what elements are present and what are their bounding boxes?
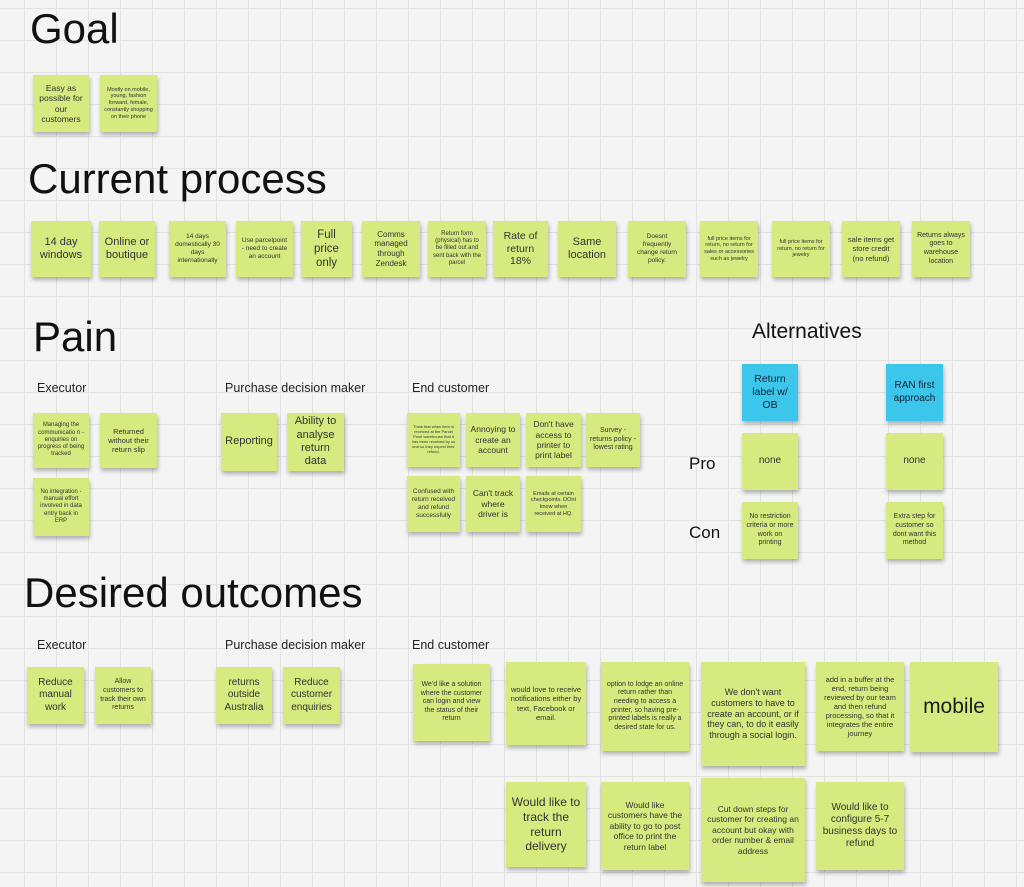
sticky-note-desired-12[interactable]: Would like customers have the ability to… [601, 782, 689, 870]
sticky-note-con-1[interactable]: No restriction criteria or more work on … [742, 502, 798, 559]
sticky-note-desired-2[interactable]: Allow customers to track their own retur… [95, 667, 151, 724]
sticky-note-alternative-ran-first[interactable]: RAN first approach [886, 364, 943, 421]
sticky-note-process-9[interactable]: Same location [558, 221, 616, 277]
sticky-note-desired-3[interactable]: returns outside Australia [216, 667, 272, 724]
sticky-note-pro-1[interactable]: none [742, 433, 798, 490]
sticky-note-con-2[interactable]: Extra step for customer so dont want thi… [886, 502, 943, 559]
sticky-note-desired-4[interactable]: Reduce customer enquiries [283, 667, 340, 724]
sticky-note-desired-1[interactable]: Reduce manual work [27, 667, 84, 724]
sticky-note-process-7[interactable]: Return form (physical) has to be filled … [428, 221, 486, 277]
sticky-note-process-11[interactable]: full price items for return, no return f… [700, 221, 758, 277]
sticky-note-process-2[interactable]: Online or boutique [99, 221, 155, 277]
sticky-note-process-6[interactable]: Comms managed through Zendesk [362, 221, 420, 277]
sticky-note-process-12[interactable]: full price items for return, no return f… [772, 221, 830, 277]
sticky-note-process-10[interactable]: Doesnt frequently change return policy. [628, 221, 686, 277]
sticky-note-alternative-return-label[interactable]: Return label w/ OB [742, 364, 798, 421]
sticky-note-desired-6[interactable]: would love to receive notifications eith… [506, 662, 586, 745]
section-heading-alternatives: Alternatives [752, 320, 862, 343]
sticky-note-goal-2[interactable]: Mostly on mobile, young, fashion forward… [100, 75, 157, 132]
column-label-end-customer: End customer [412, 381, 490, 395]
column-label-purchase-decision-maker: Purchase decision maker [225, 638, 366, 652]
sticky-note-process-8[interactable]: Rate of return 18% [493, 221, 548, 277]
sticky-note-pain-6[interactable]: Think that when item is received at the … [407, 413, 460, 467]
sticky-note-pain-7[interactable]: Annoying to create an account [466, 413, 520, 467]
section-heading-goal: Goal [30, 5, 119, 52]
sticky-note-desired-9[interactable]: add in a buffer at the end, return being… [816, 662, 904, 751]
sticky-note-pain-10[interactable]: Confused with return received and refund… [407, 476, 460, 532]
sticky-note-desired-11[interactable]: Would like to track the return delivery [506, 782, 586, 867]
sticky-note-process-14[interactable]: Returns always goes to warehouse locatio… [912, 221, 970, 277]
row-label-con: Con [689, 523, 721, 542]
sticky-note-pain-1[interactable]: Managing the communicatio n - enquiries … [33, 413, 89, 468]
sticky-note-process-13[interactable]: sale items get store credit (no refund) [842, 221, 900, 277]
section-heading-pain: Pain [33, 313, 118, 360]
column-label-end-customer: End customer [412, 638, 490, 652]
section-heading-current-process: Current process [28, 155, 327, 202]
sticky-note-desired-14[interactable]: Would like to configure 5-7 business day… [816, 782, 904, 870]
sticky-note-pain-9[interactable]: Survey - returns policy - lowest rating [586, 413, 640, 467]
sticky-note-pro-2[interactable]: none [886, 433, 943, 490]
sticky-note-pain-12[interactable]: Emails at certain checkpoints. DOnt know… [526, 476, 581, 532]
row-label-pro: Pro [689, 454, 716, 473]
sticky-note-desired-10[interactable]: mobile [910, 662, 998, 752]
sticky-note-desired-7[interactable]: option to lodge an online return rather … [601, 662, 689, 751]
sticky-note-desired-5[interactable]: We'd like a solution where the customer … [413, 664, 490, 741]
column-label-purchase-decision-maker: Purchase decision maker [225, 381, 366, 395]
sticky-note-desired-8[interactable]: We don't want customers to have to creat… [701, 662, 805, 766]
column-label-executor: Executor [37, 638, 87, 652]
sticky-note-pain-11[interactable]: Can't track where driver is [466, 476, 520, 532]
sticky-note-pain-3[interactable]: No integration - manual effort involved … [33, 478, 89, 536]
section-heading-desired-outcomes: Desired outcomes [24, 569, 363, 616]
sticky-note-desired-13[interactable]: Cut down steps for customer for creating… [701, 778, 805, 882]
sticky-note-goal-1[interactable]: Easy as possible for our customers [33, 75, 89, 132]
sticky-note-process-4[interactable]: Use parcelpoint - need to create an acco… [236, 221, 293, 277]
sticky-note-process-5[interactable]: Full price only [301, 221, 352, 277]
sticky-note-pain-8[interactable]: Don't have access to printer to print la… [526, 413, 581, 467]
sticky-note-pain-4[interactable]: Reporting [221, 413, 277, 471]
sticky-note-pain-2[interactable]: Returned without their return slip [100, 413, 157, 468]
column-label-executor: Executor [37, 381, 87, 395]
sticky-note-pain-5[interactable]: Ability to analyse return data [287, 413, 344, 471]
sticky-note-process-3[interactable]: 14 days domestically 30 days internation… [169, 221, 226, 277]
sticky-note-process-1[interactable]: 14 day windows [31, 221, 91, 277]
